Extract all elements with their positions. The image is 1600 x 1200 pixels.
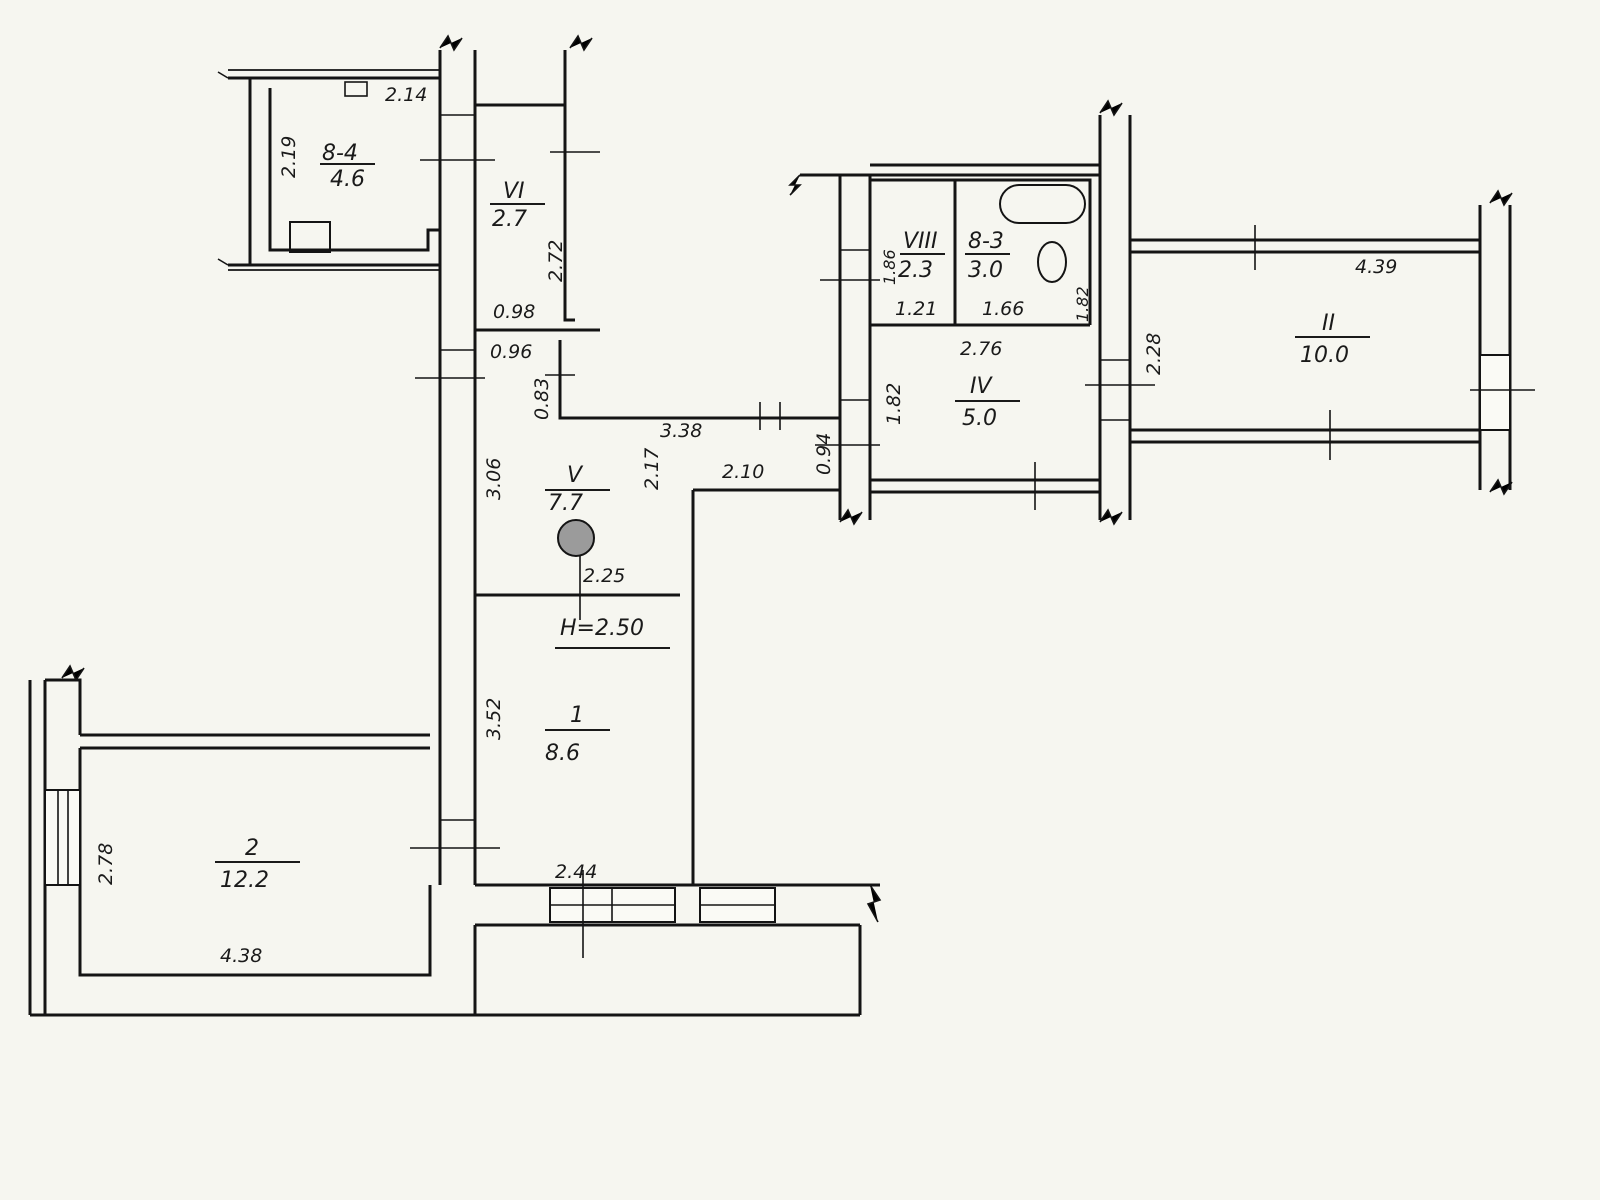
room-ii-number: II <box>1322 311 1335 336</box>
window-room-2 <box>44 789 81 886</box>
room-vi-dim-bottom: 0.98 <box>493 301 535 323</box>
room-iv: 2.76 1.82 0.94 IV 5.0 <box>813 338 1100 510</box>
room-1-dim-side: 3.52 <box>483 698 505 740</box>
ceiling-height: H=2.50 <box>560 616 644 641</box>
room-8-3-dim-side: 1.82 <box>1073 286 1092 322</box>
central-wall <box>410 50 500 885</box>
room-v-dim-083: 0.83 <box>531 378 553 420</box>
room-viii-dim-bottom: 1.21 <box>895 298 937 320</box>
room-v-number: V <box>567 463 584 488</box>
room-viii-dim-side: 1.86 <box>880 249 899 285</box>
room-v-dim-217: 2.17 <box>641 448 663 490</box>
bathtub-icon <box>999 184 1086 224</box>
room-v: 0.96 0.83 3.38 3.06 2.17 2.10 V 7.7 2.25 <box>475 340 840 885</box>
room-viii-number: VIII <box>903 229 938 254</box>
room-ii: 4.39 2.28 II 10.0 <box>1130 205 1535 490</box>
room-ii-dim-top: 4.39 <box>1355 256 1397 278</box>
room-8-4-dim-top: 2.14 <box>385 84 427 106</box>
room-8-4-number: 8-4 <box>322 141 358 166</box>
room-vi-number: VI <box>503 179 525 204</box>
room-v-dim-338: 3.38 <box>660 420 702 442</box>
balcony <box>30 870 880 1017</box>
room-2-dim-bottom: 4.38 <box>220 945 262 967</box>
ceiling-light-icon <box>557 519 595 557</box>
room-iv-area: 5.0 <box>962 406 997 431</box>
stove-icon <box>289 221 331 253</box>
room-v-dim-210: 2.10 <box>722 461 764 483</box>
window-room-ii <box>1479 354 1511 431</box>
right-wall-2 <box>1085 115 1155 520</box>
room-ii-dim-side: 2.28 <box>1143 333 1165 375</box>
room-iv-dim-side: 1.82 <box>883 383 905 425</box>
room-8-4-dim-side: 2.19 <box>278 136 300 178</box>
room-8-4-area: 4.6 <box>330 167 365 192</box>
room-8-3: 8-3 3.0 1.66 1.82 <box>955 178 1092 325</box>
room-v-area: 7.7 <box>548 491 583 516</box>
room-1: H=2.50 3.52 1 8.6 2.44 <box>483 616 670 883</box>
room-viii-area: 2.3 <box>898 258 933 283</box>
room-iv-dim-094: 0.94 <box>813 433 835 475</box>
room-1-dim-bottom: 2.44 <box>555 861 597 883</box>
sink-icon <box>344 81 368 97</box>
room-v-dim-225: 2.25 <box>583 565 625 587</box>
room-2-area: 12.2 <box>220 868 269 893</box>
room-2-number: 2 <box>245 836 259 861</box>
room-v-dim-306: 3.06 <box>483 458 505 500</box>
room-vi: VI 2.7 2.72 0.98 <box>475 50 600 332</box>
room-8-3-area: 3.0 <box>968 258 1003 283</box>
room-2-dim-side: 2.78 <box>95 843 117 885</box>
room-8-3-dim-bottom: 1.66 <box>982 298 1024 320</box>
room-iv-number: IV <box>970 374 993 399</box>
room-v-dim-096: 0.96 <box>490 341 532 363</box>
room-ii-area: 10.0 <box>1300 343 1349 368</box>
room-viii: 1.86 VIII 2.3 1.21 <box>870 178 1090 327</box>
room-vi-dim-side: 2.72 <box>545 240 567 282</box>
right-block-wall <box>800 163 1100 520</box>
room-1-number: 1 <box>570 703 584 728</box>
break-marks <box>61 34 1513 923</box>
room-2: 2.78 2 12.2 4.38 <box>28 678 432 1015</box>
room-8-4: 2.14 2.19 8-4 4.6 <box>228 69 442 271</box>
room-1-area: 8.6 <box>545 741 580 766</box>
room-8-3-number: 8-3 <box>968 229 1004 254</box>
washbasin-icon <box>1037 241 1067 283</box>
room-iv-dim-top: 2.76 <box>960 338 1002 360</box>
room-vi-area: 2.7 <box>492 207 527 232</box>
